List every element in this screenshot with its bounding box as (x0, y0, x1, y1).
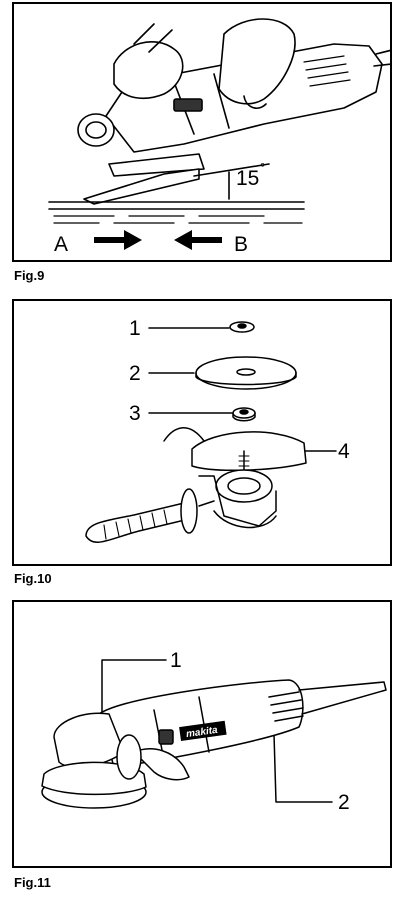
figure-11-panel: makita 1 2 (12, 600, 392, 868)
figure-9-panel: 15 ° A B (12, 2, 392, 262)
direction-label-a: A (54, 233, 69, 256)
figure-11-caption: Fig.11 (14, 875, 51, 890)
callout-1: 1 (170, 649, 182, 672)
callout-3: 3 (129, 402, 141, 425)
figure-10-caption: Fig.10 (14, 571, 52, 586)
callout-4: 4 (338, 440, 350, 463)
callout-2: 2 (338, 791, 350, 814)
figure-10-drawing (85, 321, 337, 544)
callout-1: 1 (129, 317, 141, 340)
callout-2: 2 (129, 362, 141, 385)
angle-unit: ° (260, 160, 266, 175)
direction-label-b: B (234, 233, 249, 256)
angle-label: 15 (236, 167, 260, 190)
figure-11-drawing (41, 659, 387, 809)
figure-10-panel: 1 2 3 4 (12, 299, 392, 566)
figure-9-caption: Fig.9 (14, 268, 45, 283)
figure-9-drawing (48, 18, 390, 250)
